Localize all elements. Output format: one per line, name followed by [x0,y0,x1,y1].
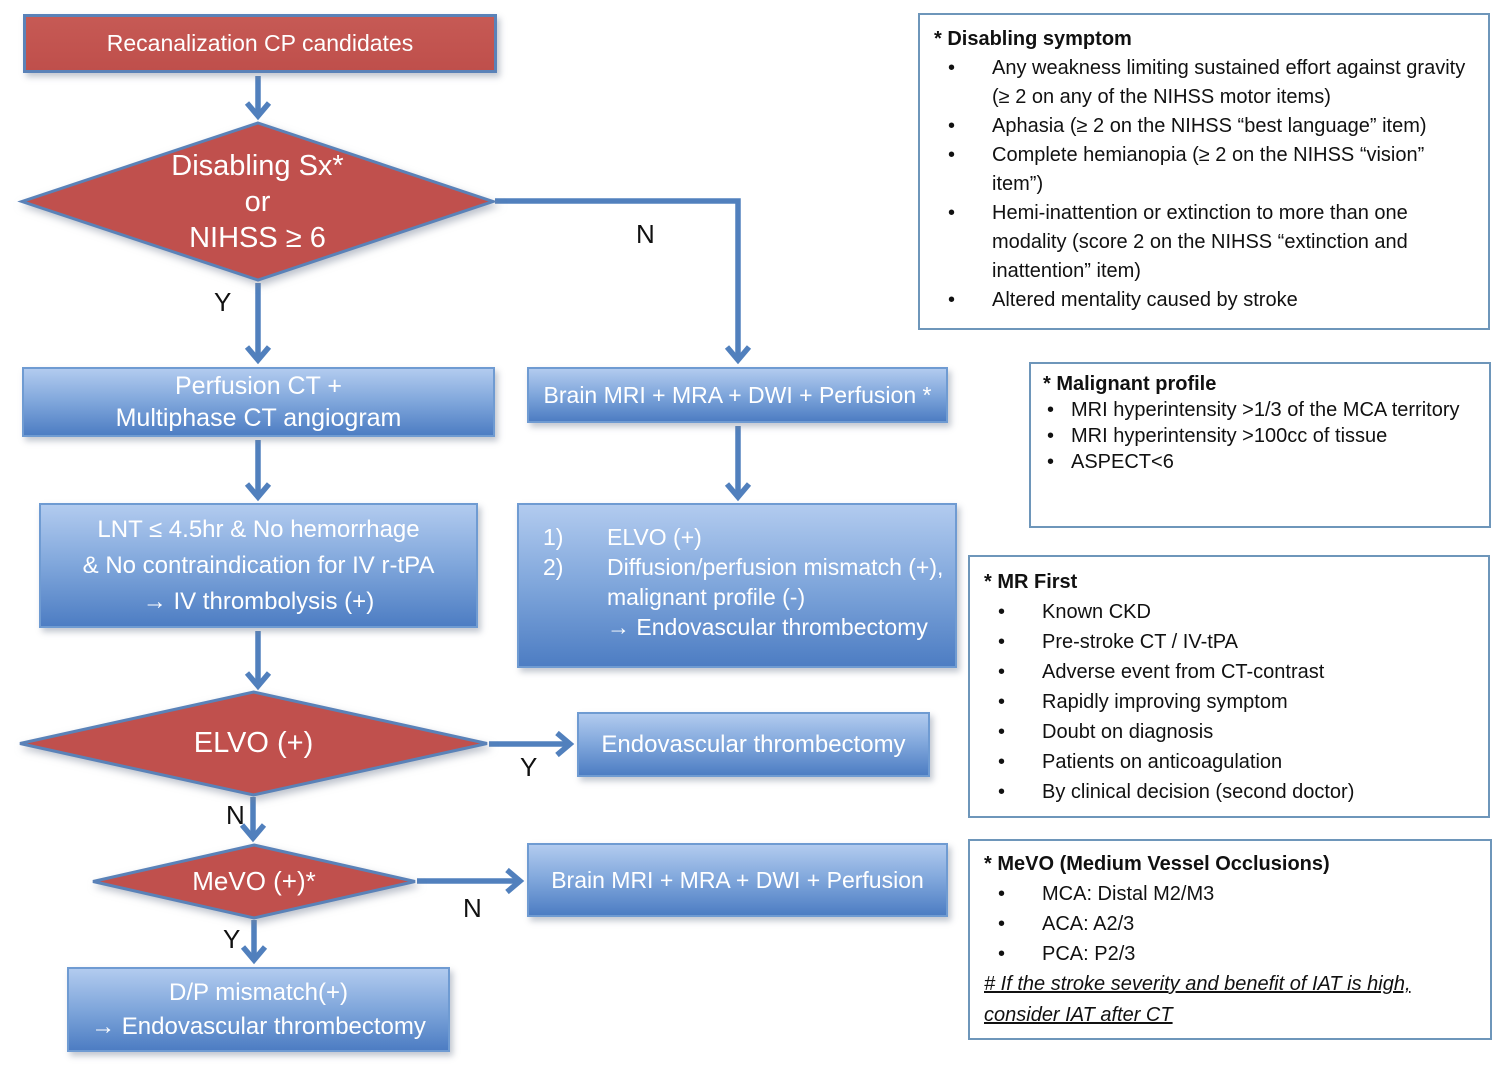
list-item: Rapidly improving symptom [984,687,1474,717]
perfusion-ct-node: Perfusion CT + Multiphase CT angiogram [22,367,495,437]
list-item: Known CKD [984,597,1474,627]
list-item: Any weakness limiting sustained effort a… [934,54,1474,112]
list-item: Adverse event from CT-contrast [984,657,1474,687]
list-item: Complete hemianopia (≥ 2 on the NIHSS “v… [934,141,1474,199]
decision2-diamond [19,690,488,797]
start-node: Recanalization CP candidates [23,14,497,73]
elvo-result-action-text: → Endovascular thrombectomy [607,614,928,640]
list-item: Aphasia (≥ 2 on the NIHSS “best language… [934,112,1474,141]
lnt-line1: LNT ≤ 4.5hr & No hemorrhage [97,515,420,543]
list-item: Hemi-inattention or extinction to more t… [934,199,1474,286]
branch-label-no-2: N [226,800,245,830]
elvo-mismatch-result-node: 1) ELVO (+) 2) Diffusion/perfusion misma… [517,503,957,668]
dp-mismatch-line2: → Endovascular thrombectomy [91,1012,426,1040]
brain-mri-node-bottom: Brain MRI + MRA + DWI + Perfusion [527,843,948,917]
branch-label-no-1: N [636,219,655,249]
list-item: By clinical decision (second doctor) [984,777,1474,807]
note-mevo-footnote: # If the stroke severity and benefit of … [984,973,1411,1026]
note-mr-first: * MR First Known CKD Pre-stroke CT / IV-… [968,555,1490,818]
branch-label-yes-2: Y [520,752,538,782]
branch-label-yes-3: Y [223,924,241,954]
elvo-result-item-2: 2) Diffusion/perfusion mismatch (+), mal… [543,552,945,612]
note-mr-first-title: * MR First [984,571,1078,593]
note-disabling-symptom: * Disabling symptom Any weakness limitin… [918,13,1490,330]
lnt-line2: & No contraindication for IV r-tPA [82,551,435,579]
list-item: Patients on anticoagulation [984,747,1474,777]
endovascular-thrombectomy-node: Endovascular thrombectomy [577,712,930,777]
lnt-thrombolysis-node: LNT ≤ 4.5hr & No hemorrhage & No contrai… [39,503,478,628]
elvo-result-item-2-number: 2) [543,554,564,580]
list-item: MCA: Distal M2/M3 [984,879,1476,909]
elvo-result-action: → Endovascular thrombectomy [543,612,945,642]
start-node-label: Recanalization CP candidates [106,30,414,56]
list-item: ASPECT<6 [1043,449,1477,475]
branch-label-no-3: N [463,893,482,923]
decision1-diamond [17,121,498,282]
list-item: ACA: A2/3 [984,909,1476,939]
perfusion-ct-line2: Multiphase CT angiogram [115,404,402,432]
endovascular-thrombectomy-label: Endovascular thrombectomy [601,730,906,758]
list-item: MRI hyperintensity >100cc of tissue [1043,423,1477,449]
branch-label-yes-1: Y [214,287,232,317]
brain-mri-perfusion-node: Brain MRI + MRA + DWI + Perfusion * [527,367,948,423]
dp-mismatch-line1: D/P mismatch(+) [169,978,348,1006]
list-item: Altered mentality caused by stroke [934,286,1474,315]
elvo-result-item-1: 1) ELVO (+) [543,522,945,552]
note-malignant-profile: * Malignant profile MRI hyperintensity >… [1029,362,1491,528]
note-mevo-title: * MeVO (Medium Vessel Occlusions) [984,853,1330,875]
note-disabling-title: * Disabling symptom [934,28,1132,50]
note-malignant-list: MRI hyperintensity >1/3 of the MCA terri… [1043,397,1477,475]
brain-mri-bottom-label: Brain MRI + MRA + DWI + Perfusion [551,866,924,893]
note-mevo: * MeVO (Medium Vessel Occlusions) MCA: D… [968,839,1492,1040]
brain-mri-perfusion-label: Brain MRI + MRA + DWI + Perfusion * [543,381,932,408]
connector-decision1-no [495,198,752,365]
elvo-result-item-2-text: Diffusion/perfusion mismatch (+), malign… [607,554,944,610]
note-mevo-list: MCA: Distal M2/M3 ACA: A2/3 PCA: P2/3 [984,879,1476,969]
elvo-result-item-1-text: ELVO (+) [607,524,702,550]
list-item: Pre-stroke CT / IV-tPA [984,627,1474,657]
note-malignant-title: * Malignant profile [1043,373,1217,395]
note-disabling-list: Any weakness limiting sustained effort a… [934,54,1474,315]
dp-mismatch-node: D/P mismatch(+) → Endovascular thrombect… [67,967,450,1052]
list-item: PCA: P2/3 [984,939,1476,969]
note-mr-first-list: Known CKD Pre-stroke CT / IV-tPA Adverse… [984,597,1474,807]
list-item: Doubt on diagnosis [984,717,1474,747]
lnt-line3: → IV thrombolysis (+) [142,587,375,615]
perfusion-ct-line1: Perfusion CT + [175,372,342,400]
list-item: MRI hyperintensity >1/3 of the MCA terri… [1043,397,1477,423]
elvo-result-item-1-number: 1) [543,524,564,550]
decision3-diamond [92,843,416,920]
